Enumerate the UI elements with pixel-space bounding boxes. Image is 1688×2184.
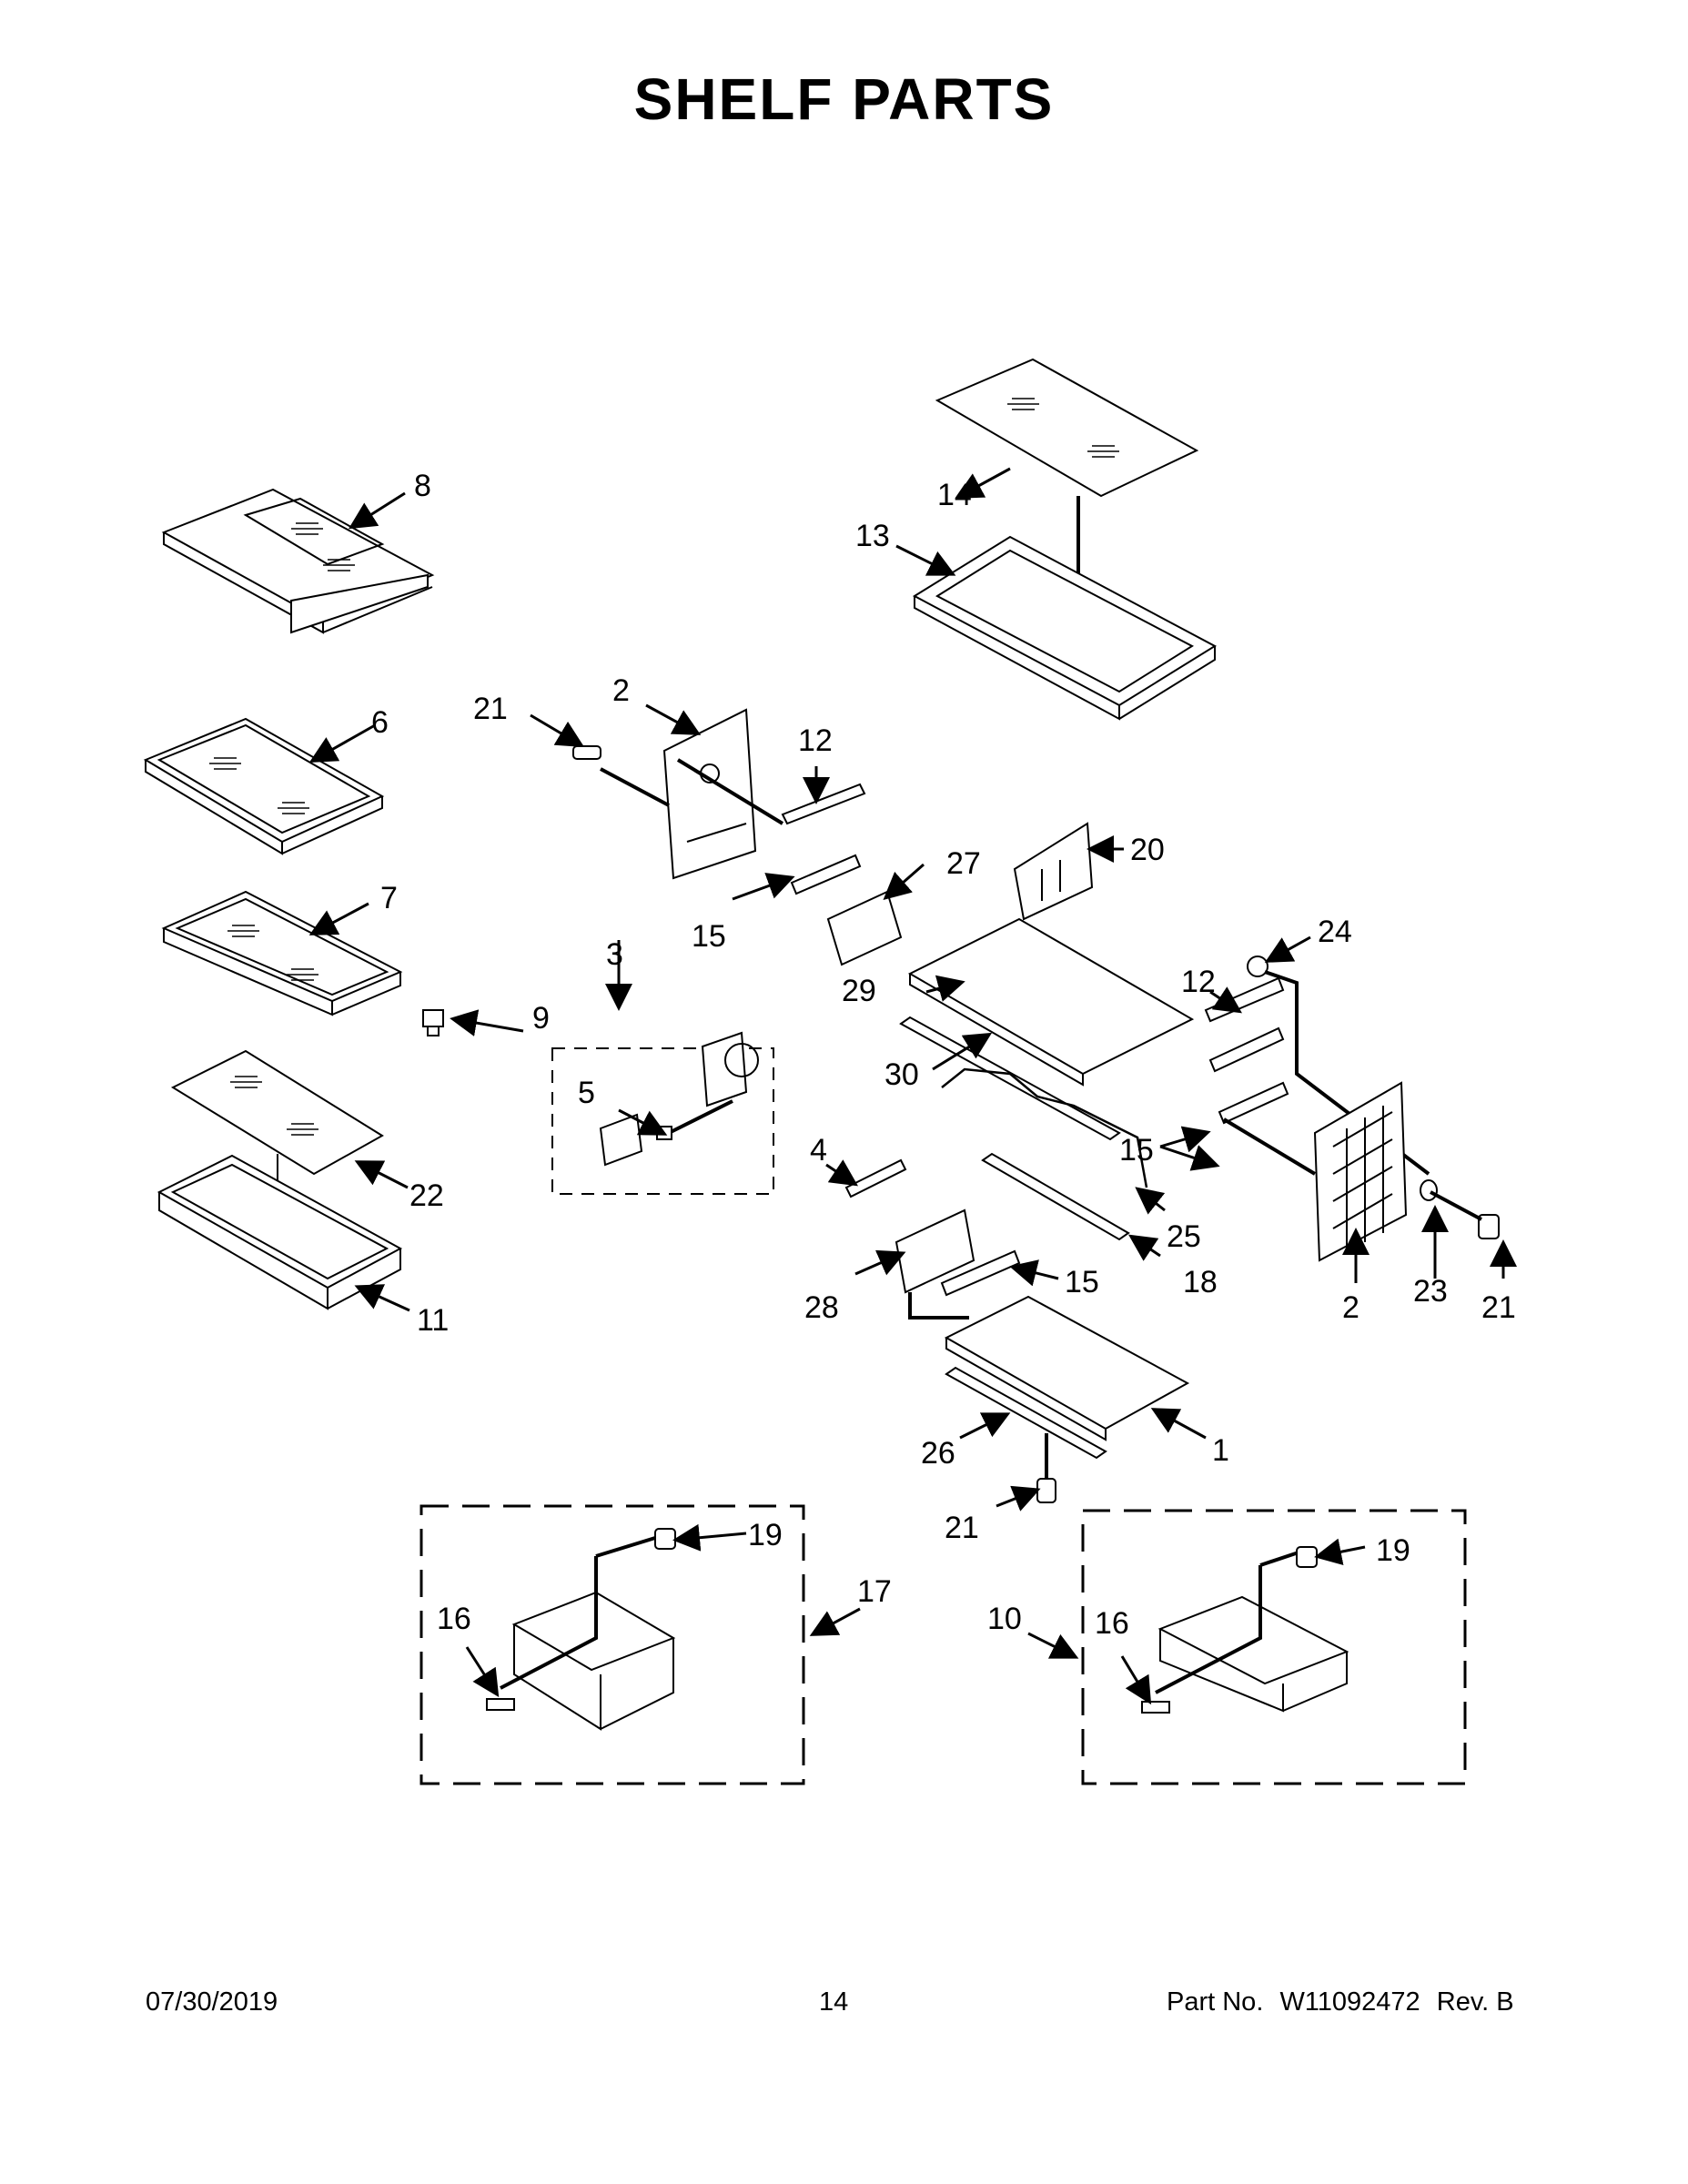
callout-29: 29 (842, 974, 876, 1008)
callout-16-right: 16 (1095, 1606, 1129, 1641)
callout-13: 13 (855, 519, 890, 553)
part-18-rail (981, 1152, 1130, 1241)
callout-2-left: 2 (612, 673, 630, 708)
callout-6: 6 (371, 705, 389, 740)
footer-page-number: 14 (819, 1987, 849, 2017)
callout-18: 18 (1183, 1265, 1218, 1299)
callout-1: 1 (1212, 1433, 1229, 1468)
part-21-screw-right (1430, 1190, 1500, 1239)
part-12-slide-upper (781, 783, 866, 825)
callout-14: 14 (937, 478, 972, 512)
callout-2-right: 2 (1342, 1290, 1359, 1325)
part-2-bracket-left (600, 708, 784, 880)
part-label: Part No. (1167, 1987, 1264, 2017)
part-number: W11092472 (1279, 1987, 1420, 2017)
callout-17: 17 (857, 1574, 892, 1609)
callout-21-right: 21 (1481, 1290, 1516, 1325)
part-20-bracket (1013, 822, 1094, 921)
part-27-module (826, 890, 903, 966)
part-7-glass-shelf (161, 890, 403, 1016)
callout-19-left: 19 (748, 1518, 783, 1552)
callout-20: 20 (1130, 833, 1165, 867)
callout-11: 11 (417, 1303, 449, 1338)
footer-date: 07/30/2019 (146, 1987, 278, 2017)
part-15-slide-upper (790, 854, 862, 895)
part-9-clip (422, 1009, 444, 1036)
callout-9: 9 (532, 1001, 550, 1036)
footer-part-number: Part No. W11092472 Rev. B (1167, 1987, 1514, 2017)
part-21-screw-top-left (572, 745, 601, 760)
callout-7: 7 (380, 881, 398, 915)
callout-24: 24 (1318, 915, 1352, 949)
callout-15-right: 15 (1119, 1133, 1154, 1168)
callout-12-upper: 12 (798, 723, 833, 758)
part-28-module (895, 1208, 975, 1320)
part-4-clip (844, 1158, 907, 1198)
callout-labels: 8 6 7 9 22 11 21 2 12 14 13 15 27 20 24 … (371, 469, 1516, 1641)
part-2-grid-panel-right (1313, 1081, 1408, 1262)
callout-19-right: 19 (1376, 1533, 1410, 1568)
part-17-drawer-kit-box (419, 1504, 805, 1785)
callout-8: 8 (414, 469, 431, 503)
part-29-panel (907, 917, 1195, 1087)
part-8-shelf (161, 488, 435, 634)
callout-12-right: 12 (1181, 965, 1216, 999)
callout-5: 5 (578, 1076, 595, 1110)
callout-28: 28 (804, 1290, 839, 1325)
part-3-group-box (551, 1031, 774, 1195)
callout-3: 3 (606, 937, 623, 972)
callout-25: 25 (1167, 1219, 1201, 1254)
callout-21-top-left: 21 (473, 692, 508, 726)
part-21-screw-bottom (1036, 1478, 1056, 1503)
callout-15-upper: 15 (692, 919, 726, 954)
part-1-panel (944, 1295, 1190, 1441)
page-title: SHELF PARTS (633, 66, 1055, 132)
callout-22: 22 (409, 1178, 444, 1213)
callout-27: 27 (946, 846, 981, 881)
part-15-slides-right (1208, 1026, 1317, 1176)
part-26-strip (945, 1366, 1107, 1479)
callout-21-bottom: 21 (945, 1511, 979, 1545)
part-11-drawer-frame (157, 1154, 403, 1310)
part-30-strip (899, 1016, 1121, 1141)
callout-15-lower: 15 (1065, 1265, 1099, 1299)
revision: Rev. B (1436, 1987, 1514, 2017)
callout-10: 10 (987, 1602, 1022, 1636)
part-13-shelf-frame (912, 535, 1218, 721)
callout-30: 30 (884, 1057, 919, 1092)
part-25-wire (941, 1067, 1148, 1188)
callout-23: 23 (1413, 1274, 1448, 1309)
part-23-washer (1420, 1179, 1438, 1201)
callout-leaders (308, 467, 1517, 1705)
glass-highlight-marks (209, 398, 1119, 1136)
callout-26: 26 (921, 1436, 955, 1471)
part-12-slide-right (1204, 976, 1285, 1023)
part-6-glass-shelf (143, 717, 385, 855)
callout-16-left: 16 (437, 1602, 471, 1636)
callout-4: 4 (810, 1133, 827, 1168)
